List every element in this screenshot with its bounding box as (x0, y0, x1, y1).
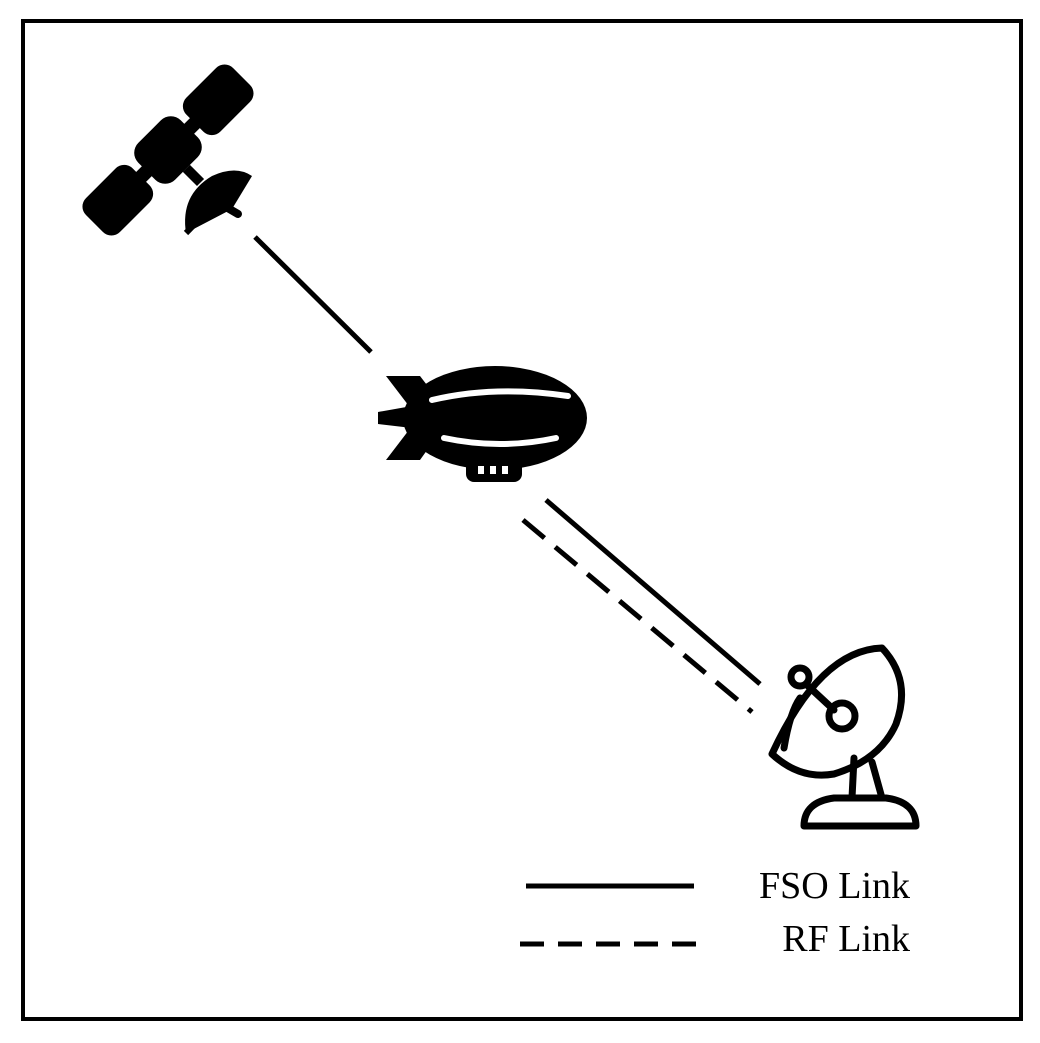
satellite-dish-icon (768, 644, 920, 830)
fso-link-satellite-airship (253, 235, 373, 354)
legend-rf-label: RF Link (782, 918, 910, 960)
satellite-icon (82, 64, 254, 236)
diagram-frame (21, 19, 1023, 1021)
rf-link-airship-ground (521, 518, 754, 714)
legend-fso-label: FSO Link (759, 865, 910, 907)
fso-link-airship-ground (544, 498, 762, 686)
airship-icon (378, 366, 587, 482)
legend: FSO Link RF Link (520, 865, 910, 960)
